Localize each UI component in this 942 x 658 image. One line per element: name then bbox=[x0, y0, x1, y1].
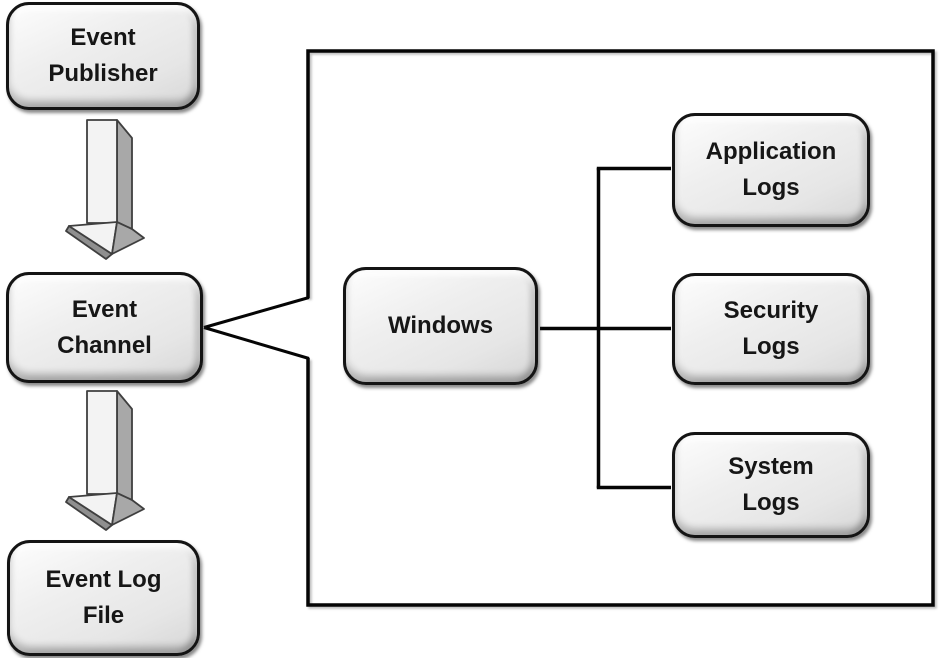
node-label: Event Publisher bbox=[48, 24, 158, 87]
channel-fanout-connector bbox=[203, 296, 310, 360]
arrow-head-side bbox=[111, 221, 145, 255]
arrow-shaft-front bbox=[86, 390, 118, 495]
down-arrow-icon bbox=[65, 390, 145, 531]
arrow-shaft-side bbox=[116, 119, 133, 230]
arrow-shaft-front bbox=[86, 119, 118, 224]
node-label: System Logs bbox=[728, 453, 814, 516]
node-windows: Windows bbox=[343, 267, 538, 385]
node-event-log-file: Event Log File bbox=[7, 540, 200, 656]
node-label: Windows bbox=[387, 312, 494, 339]
windows-log-group-border bbox=[306, 49, 935, 607]
node-label: Event Channel bbox=[57, 295, 152, 359]
node-application-logs: Application Logs bbox=[672, 113, 870, 227]
node-event-channel: Event Channel bbox=[6, 272, 203, 383]
arrow-shaft-side bbox=[116, 390, 133, 501]
arrow-head-side bbox=[111, 492, 145, 526]
node-label: Event Log File bbox=[45, 566, 162, 629]
node-label: Security Logs bbox=[723, 297, 819, 360]
node-security-logs: Security Logs bbox=[672, 273, 870, 385]
node-label: Application Logs bbox=[705, 138, 837, 201]
node-event-publisher: Event Publisher bbox=[6, 2, 200, 110]
down-arrow-icon bbox=[65, 119, 145, 260]
node-system-logs: System Logs bbox=[672, 432, 870, 538]
